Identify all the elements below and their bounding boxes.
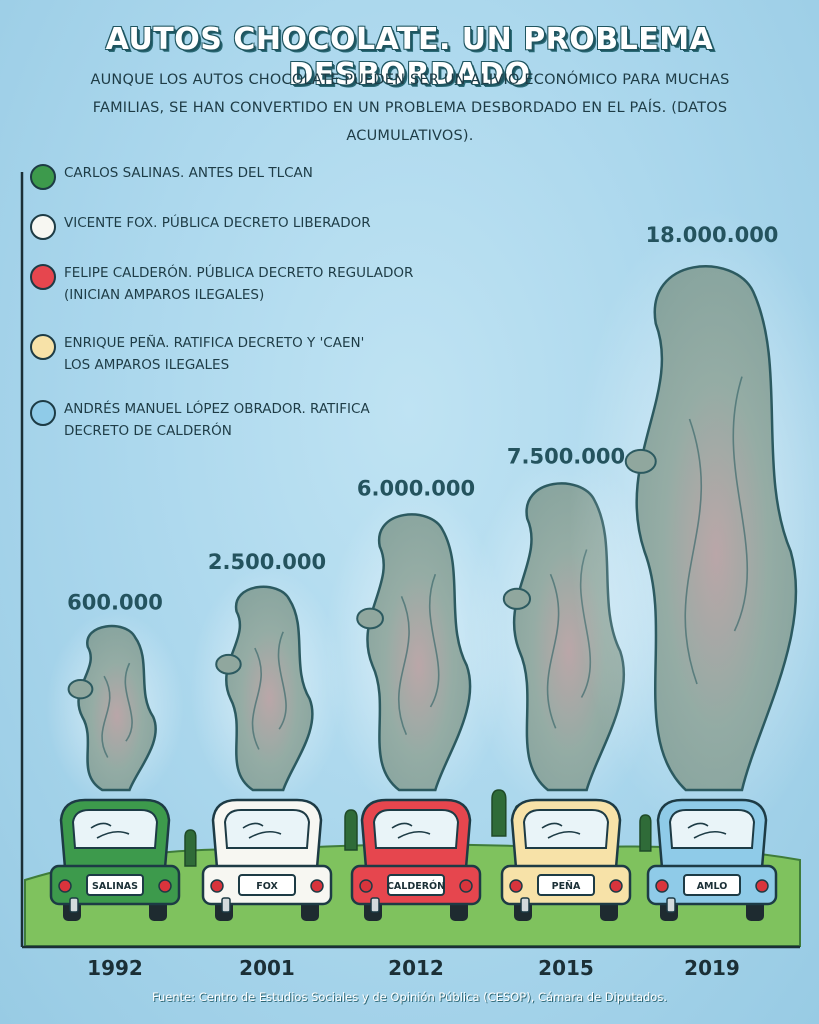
car-window [668,809,756,849]
legend-item: ENRIQUE PEÑA. RATIFICA DECRETO Y 'CAEN' … [30,332,424,376]
exhaust-pipe [221,897,231,913]
license-plate-text: FOX [256,881,278,892]
legend-swatch [30,214,56,240]
smoke-puff [215,653,242,675]
legend-item: VICENTE FOX. PÚBLICA DECRETO LIBERADOR [30,212,424,240]
tail-light [655,879,669,893]
license-plate [238,874,296,896]
window-glare [391,822,431,839]
chart-title: AUTOS CHOCOLATE. UN PROBLEMA DESBORDADO [105,22,714,92]
tail-light [58,879,72,893]
car-window [71,809,159,849]
tail-light [509,879,523,893]
smoke-swirl [546,573,560,729]
smoke-puff [502,587,532,610]
car-window [223,809,311,849]
smoke-swirl [397,596,410,735]
cactus-bush [639,814,652,852]
license-plate [387,874,445,896]
source-note: Fuente: Centro de Estudios Sociales y de… [152,990,667,1004]
legend-swatch [30,400,56,426]
legend-item: ANDRÉS MANUEL LÓPEZ OBRADOR. RATIFICA DE… [30,398,424,442]
tail-light [359,879,373,893]
car-2012: CALDERÓN [350,798,482,921]
legend-label: VICENTE FOX. PÚBLICA DECRETO LIBERADOR [64,215,371,231]
license-plate [537,874,595,896]
car-2019: AMLO [646,798,778,921]
exhaust-pipe [370,897,380,913]
tail-light [310,879,324,893]
cactus-bush [491,789,507,837]
exhaust-pipe [666,897,676,913]
smoke-swirl [251,647,262,750]
tail-light [210,879,224,893]
value-labels: 600.000 2.500.000 6.000.000 7.500.000 18.000… [67,223,778,614]
chart-subtitle: AUNQUE LOS AUTOS CHOCOLATE PUEDEN SER UN… [90,72,730,144]
window-glare [242,822,282,839]
window-glare [90,822,130,839]
x-tick-label: 2001 [239,956,295,980]
legend-swatch [30,264,56,290]
smoke-plume-2001 [225,585,314,792]
smoke-swirl [101,675,111,758]
cars: SALINAS FOX CALDERÓN PEÑA AMLO [49,798,778,921]
license-plate-text: PEÑA [552,881,581,892]
tail-light [609,879,623,893]
license-plate-text: AMLO [697,881,728,892]
x-tick-label: 2012 [388,956,444,980]
license-plate [683,874,741,896]
tail-light [459,879,473,893]
value-label: 7.500.000 [507,445,625,469]
smoke-swirl [124,662,133,742]
license-plate [86,874,144,896]
cactus-bush [184,829,197,867]
legend-label: ENRIQUE PEÑA. RATIFICA DECRETO Y 'CAEN' … [64,335,365,373]
car-1992: SALINAS [49,798,181,921]
x-tick-label: 2019 [684,956,740,980]
tail-light [158,879,172,893]
license-plate-text: SALINAS [92,881,138,892]
smoke-swirl [732,376,749,632]
smoke-puff [624,448,657,474]
legend-label: FELIPE CALDERÓN. PÚBLICA DECRETO REGULAD… [64,265,414,303]
legend-item: FELIPE CALDERÓN. PÚBLICA DECRETO REGULAD… [30,262,424,306]
value-label: 2.500.000 [208,550,326,574]
window-glare [541,822,581,839]
legend-label: ANDRÉS MANUEL LÓPEZ OBRADOR. RATIFICA DE… [64,401,370,439]
legend-swatch [30,334,56,360]
value-label: 18.000.000 [646,223,779,247]
smoke-puff [356,607,384,630]
legend-label: CARLOS SALINAS. ANTES DEL TLCAN [64,165,313,181]
smoke-swirl [277,631,287,730]
tail-light [755,879,769,893]
cactus-bush [344,809,358,851]
car-2001: FOX [201,798,333,921]
car-window [522,809,610,849]
axis: 1992 2001 2012 2015 2019 [20,172,800,980]
value-label: 6.000.000 [357,476,475,500]
exhaust-pipe [69,897,79,913]
smoke-swirl [684,418,703,685]
car-window [372,809,460,849]
smoke-puff [67,678,94,700]
legend-item: CARLOS SALINAS. ANTES DEL TLCAN [30,162,424,190]
x-tick-label: 2015 [538,956,594,980]
smoke-plumes [45,207,819,843]
legend-swatch [30,164,56,190]
exhaust-pipe [520,897,530,913]
value-label: 600.000 [67,590,163,614]
smoke-plume-2012 [366,513,472,792]
x-tick-label: 1992 [87,956,143,980]
window-glare [687,822,727,839]
license-plate-text: CALDERÓN [387,880,445,892]
smoke-plume-2019 [635,265,798,792]
smoke-swirl [428,573,440,708]
smoke-plume-1992 [77,624,157,792]
car-2015: PEÑA [500,798,632,921]
